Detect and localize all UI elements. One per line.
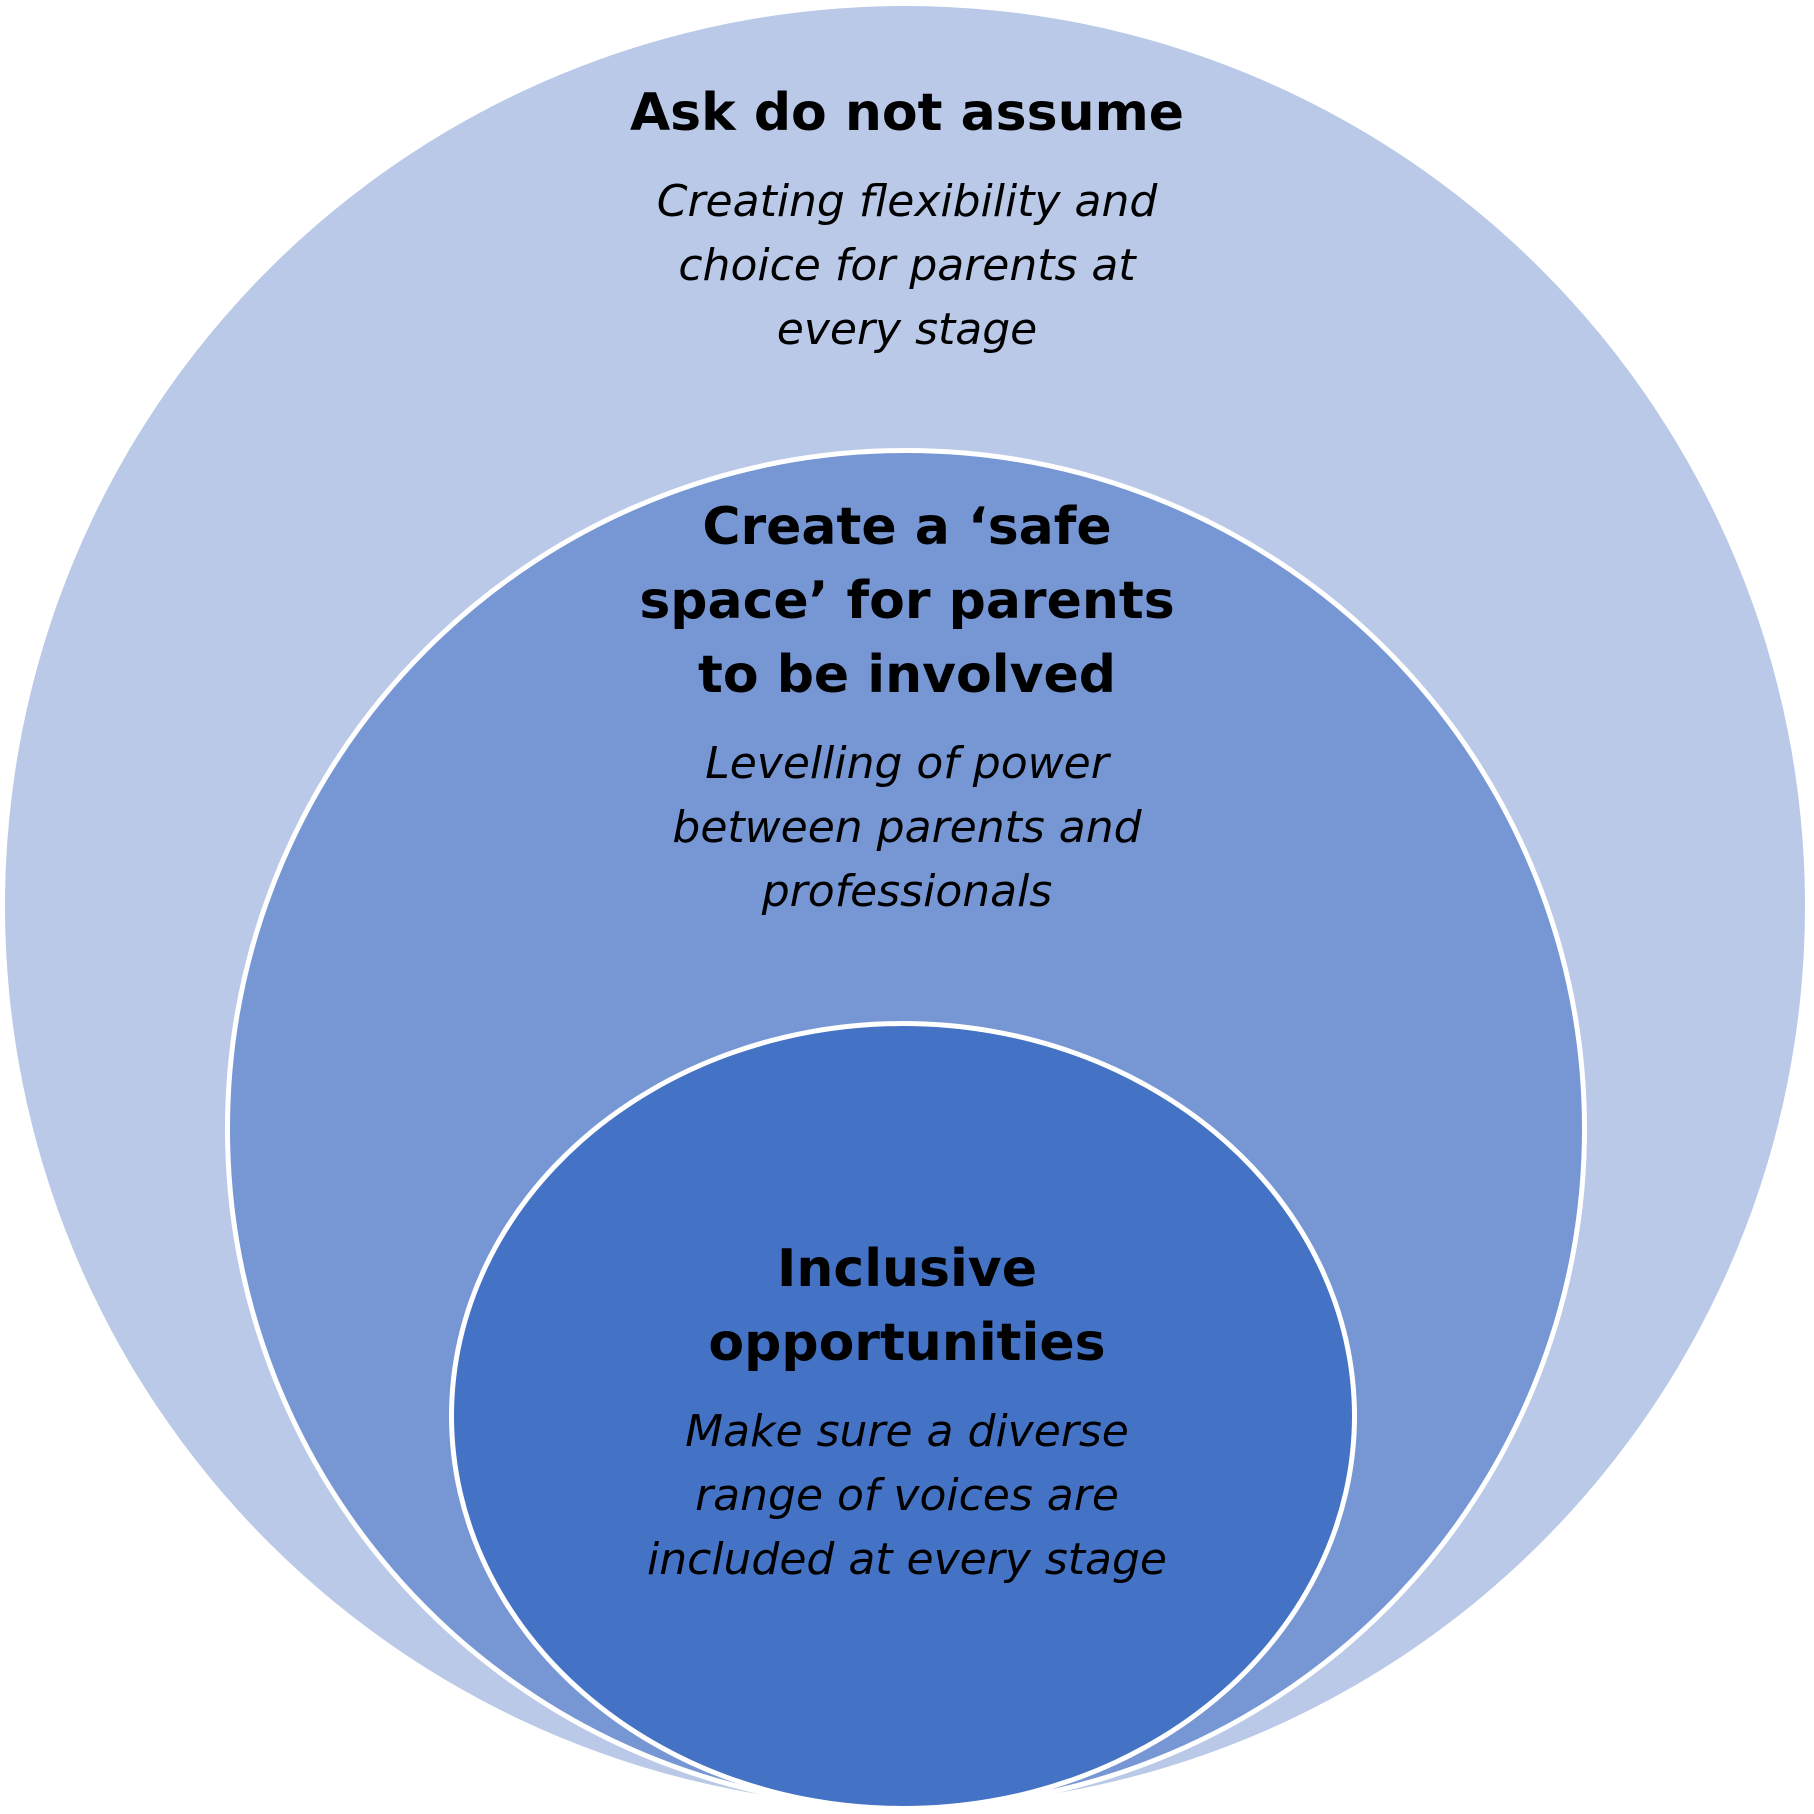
middle-subtext: Levelling of power between parents and p…: [672, 738, 1142, 917]
inner-subtext: Make sure a diverse range of voices are …: [647, 1406, 1167, 1585]
outer-layer-text: Ask do not assume Creating flexibility a…: [457, 76, 1357, 362]
middle-heading: Create a ‘safe space’ for parents to be …: [639, 497, 1175, 705]
inner-circle: [449, 1021, 1357, 1811]
inner-layer-text: Inclusive opportunities Make sure a dive…: [507, 1232, 1307, 1592]
middle-layer-text: Create a ‘safe space’ for parents to be …: [457, 490, 1357, 924]
outer-heading: Ask do not assume: [629, 83, 1185, 143]
inner-heading: Inclusive opportunities: [708, 1239, 1106, 1373]
outer-subtext: Creating flexibility and choice for pare…: [656, 176, 1158, 355]
